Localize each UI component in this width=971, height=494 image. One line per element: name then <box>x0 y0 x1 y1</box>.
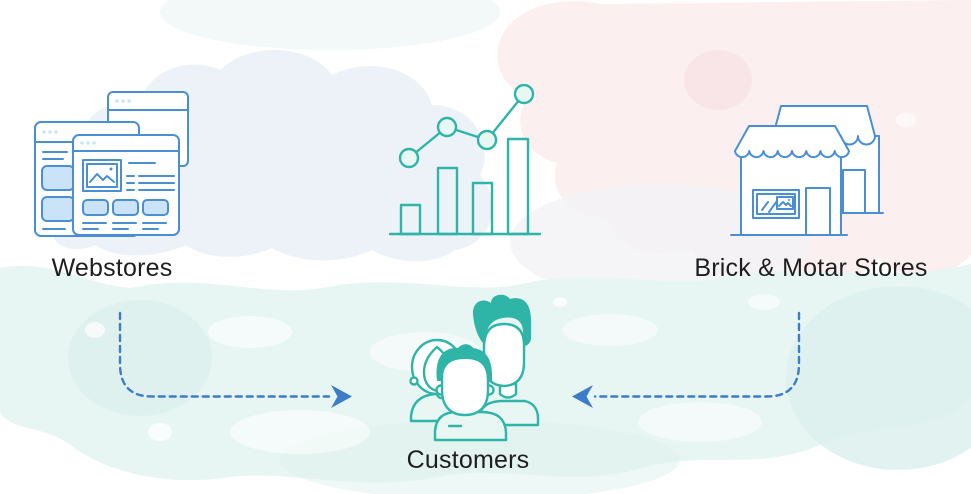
growth-bar-chart-icon <box>389 84 541 236</box>
arrow-brickmotar-to-customers <box>572 311 801 408</box>
arrowhead-right-icon <box>331 385 352 408</box>
store-front <box>730 125 850 236</box>
shop-window <box>752 189 800 219</box>
arrow-webstores-to-customers <box>118 311 352 408</box>
storefront-icon <box>730 105 884 236</box>
browser-windows-icon <box>34 91 189 237</box>
brick-motar-stores-label: Brick & Motar Stores <box>694 254 928 282</box>
arrowhead-left-icon <box>572 385 593 408</box>
people-group-icon <box>409 294 540 442</box>
image-placeholder-icon <box>82 159 122 192</box>
shop-door <box>805 187 831 236</box>
browser-window-front <box>72 134 180 236</box>
awning <box>734 125 850 159</box>
webstores-label: Webstores <box>51 254 173 282</box>
customer-man-front <box>433 344 508 442</box>
customers-label: Customers <box>406 446 530 474</box>
customer-man-right <box>472 294 540 427</box>
